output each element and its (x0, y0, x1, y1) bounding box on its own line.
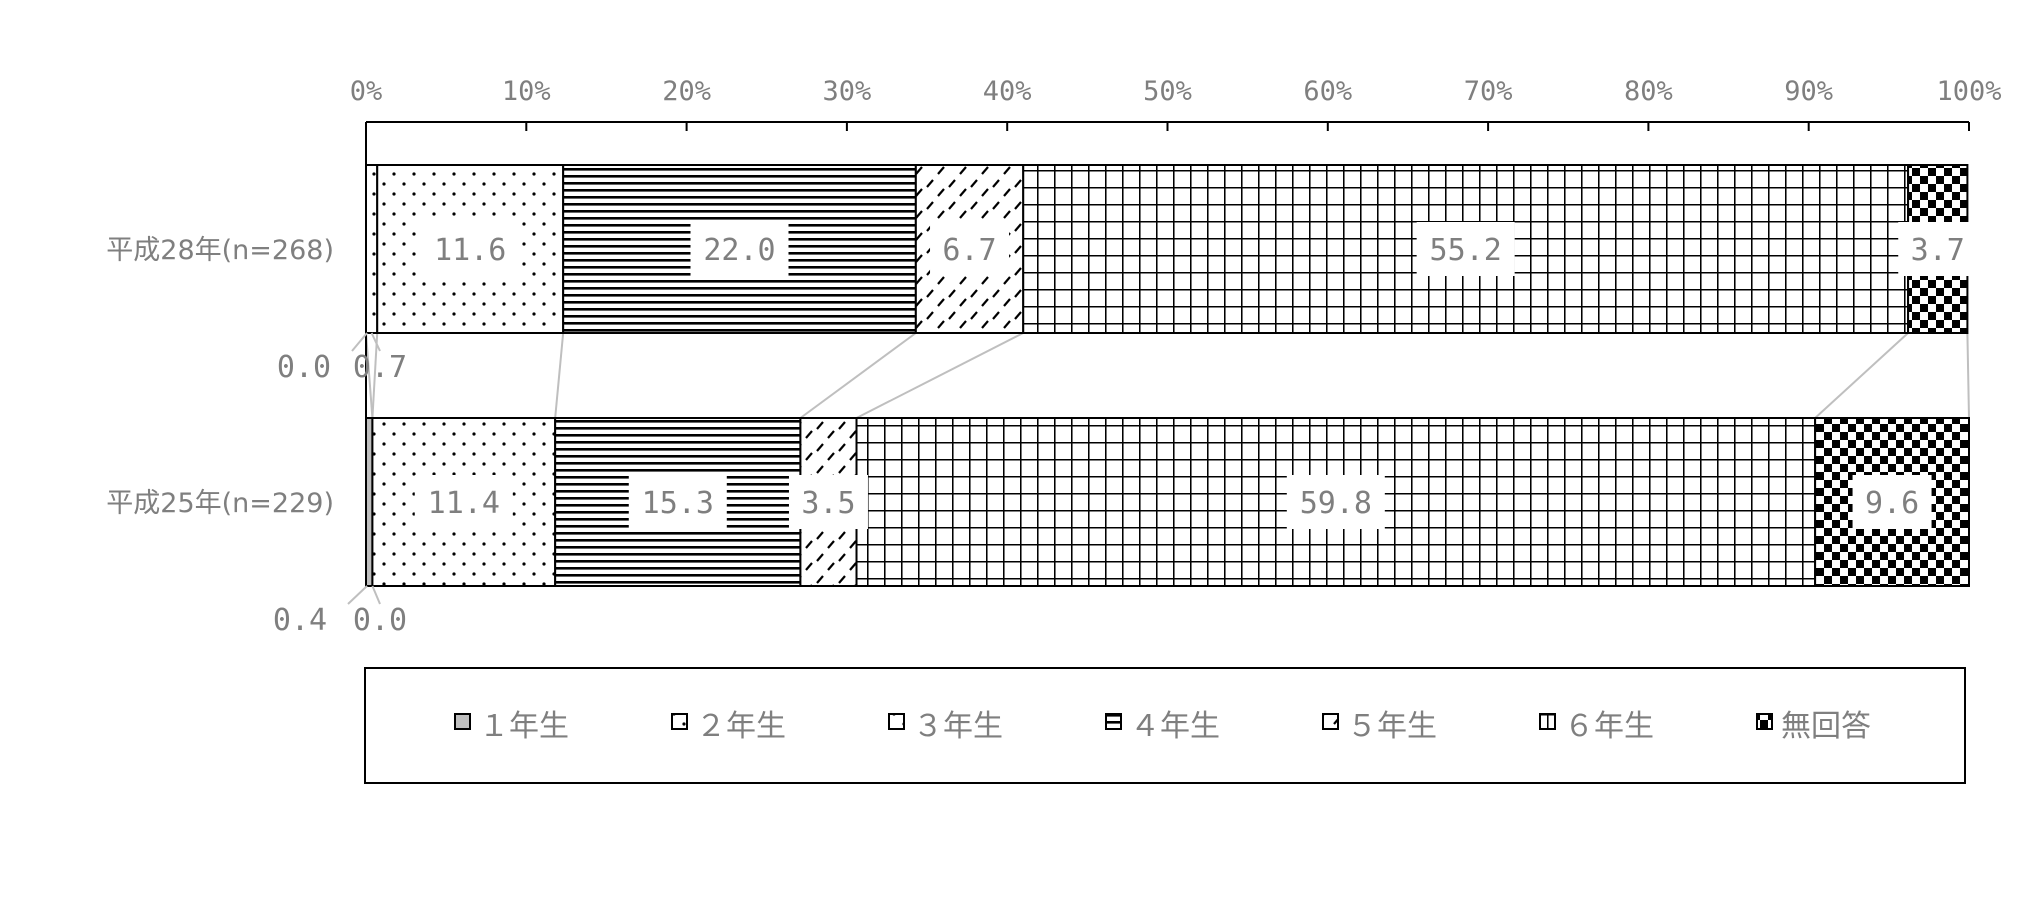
legend-swatch (1539, 713, 1556, 730)
data-label: 3.5 (801, 486, 855, 521)
x-tick-label: 30% (823, 76, 872, 107)
x-tick-label: 0% (350, 76, 383, 107)
x-axis: 0% 10% 20% 30% 40% 50% 60% 70% 80% 90% 100% (350, 76, 2002, 586)
series-line (371, 332, 379, 419)
series-line (856, 332, 1024, 419)
data-label-bg (628, 475, 727, 529)
x-tick-label: 60% (1303, 76, 1352, 107)
x-tick-label: 20% (662, 76, 711, 107)
data-labels: 0.0 0.7 11.6 22.0 6.7 55.2 3.7 0.4 0.0 11.4 15.3 3.… (273, 222, 1978, 638)
legend-box (364, 667, 1966, 784)
data-label-bg (788, 475, 868, 529)
x-tick-label: 70% (1464, 76, 1513, 107)
category-label: 平成25年(n=229) (106, 488, 334, 519)
series-line (1814, 332, 1909, 419)
bars (365, 164, 1971, 587)
category-label: 平成28年(n=268) (106, 235, 334, 266)
data-label: 0.0 (353, 603, 407, 638)
legend-label: ５年生 (1347, 709, 1437, 744)
data-label-bg (1852, 475, 1932, 529)
bar-segment (365, 164, 379, 334)
leader-line (371, 585, 381, 605)
data-label: 0.7 (353, 350, 407, 385)
data-label: 15.3 (642, 486, 714, 521)
data-label: 3.7 (1911, 233, 1965, 268)
data-label-bg (930, 222, 1010, 276)
legend-label: 無回答 (1781, 709, 1871, 744)
data-label-bg (1286, 475, 1385, 529)
legend-label: ６年生 (1564, 709, 1654, 744)
leader-line (351, 332, 368, 352)
data-label: 11.4 (428, 486, 500, 521)
data-label-bg (1416, 222, 1515, 276)
data-label: 6.7 (942, 233, 996, 268)
legend-swatch (671, 713, 688, 730)
data-label: 9.6 (1865, 486, 1919, 521)
series-lines (365, 332, 1970, 419)
legend-label: ４年生 (1130, 709, 1220, 744)
legend-swatch (888, 713, 905, 730)
series-line (799, 332, 917, 419)
data-label: 0.0 (277, 350, 331, 385)
data-label: 22.0 (703, 233, 775, 268)
leader-line (347, 585, 368, 605)
x-tick-label: 100% (1936, 76, 2001, 107)
data-label: 55.2 (1430, 233, 1502, 268)
x-tick-label: 50% (1143, 76, 1192, 107)
data-label-bg (690, 222, 789, 276)
data-label: 59.8 (1300, 486, 1372, 521)
legend-swatch (1322, 713, 1339, 730)
series-line (365, 332, 374, 419)
data-label-bg (421, 222, 520, 276)
category-labels: 平成28年(n=268) 平成25年(n=229) (106, 235, 334, 519)
x-tick-label: 80% (1624, 76, 1673, 107)
legend-swatch (454, 713, 471, 730)
x-tick-label: 40% (983, 76, 1032, 107)
series-line (1966, 332, 1970, 419)
data-label-bg (414, 475, 513, 529)
legend-label: １年生 (479, 709, 569, 744)
legend-swatch (1756, 713, 1773, 730)
x-tick-label: 10% (502, 76, 551, 107)
data-label: 0.4 (273, 603, 327, 638)
legend-label: ３年生 (913, 709, 1003, 744)
data-label: 11.6 (434, 233, 506, 268)
series-line (554, 332, 565, 419)
legend-swatch (1105, 713, 1122, 730)
x-tick-label: 90% (1784, 76, 1833, 107)
leader-line (370, 332, 381, 352)
data-label-bg (1898, 222, 1978, 276)
legend-label: ２年生 (696, 709, 786, 744)
legend: １年生 ２年生 ３年生 ４年生 ５年生 ６年生 無回答 (364, 667, 1966, 784)
bar-segment (1814, 417, 1971, 587)
